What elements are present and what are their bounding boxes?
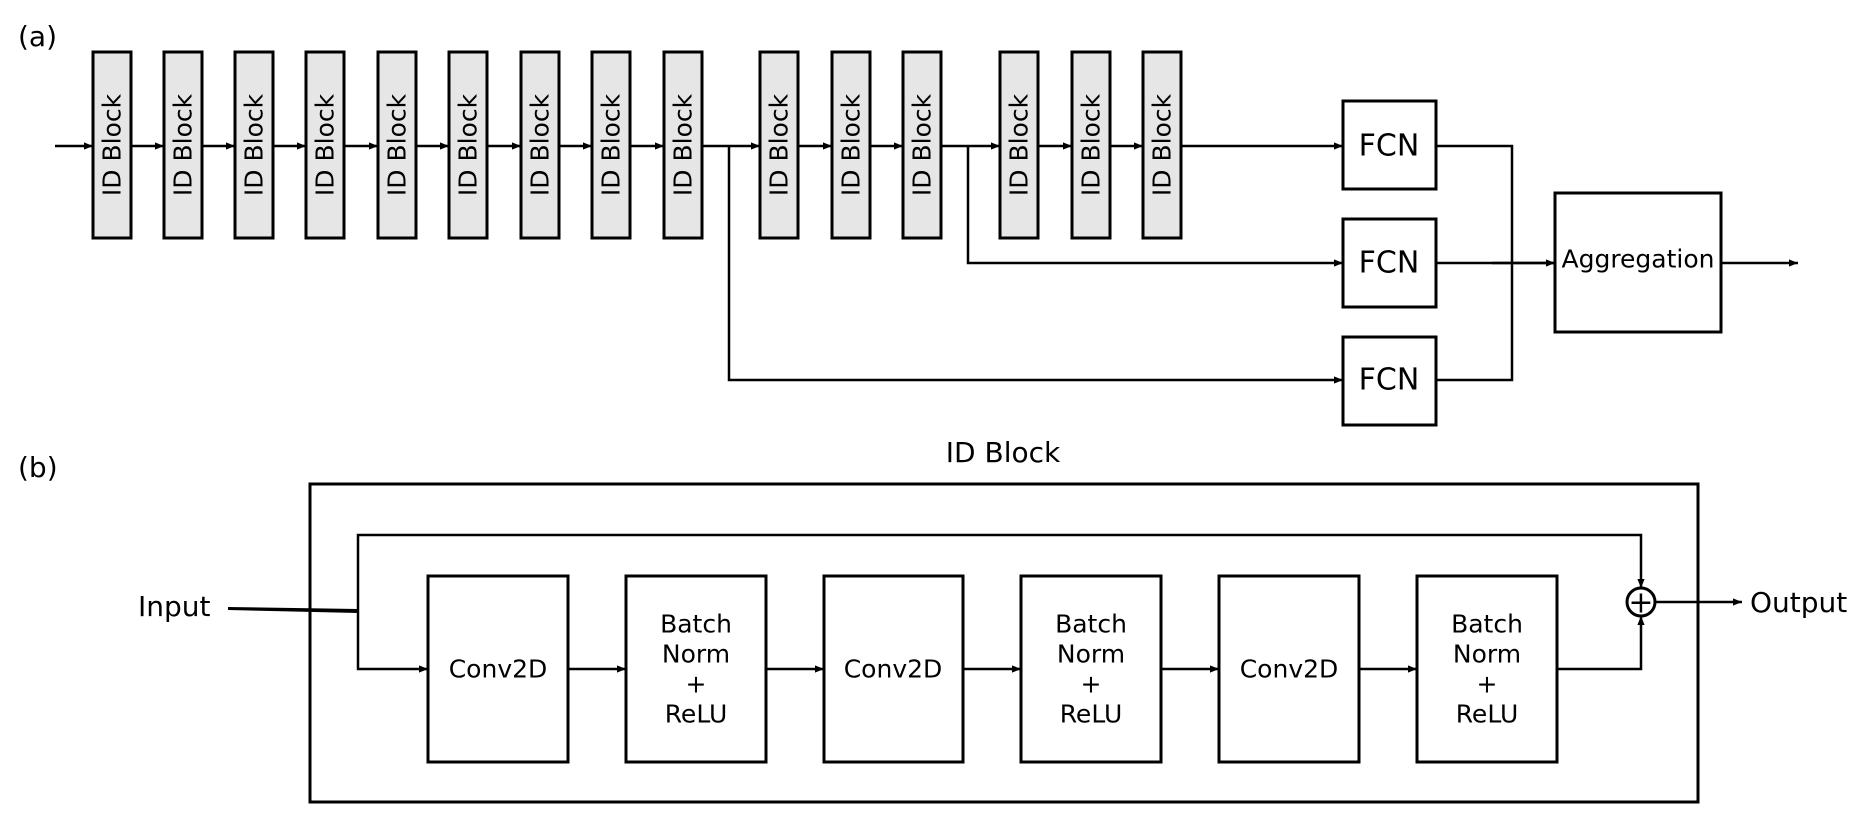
id-block-label: ID Block: [765, 93, 794, 196]
bn-line2: Norm: [1057, 640, 1125, 669]
bn-line3: +: [1081, 670, 1102, 699]
residual-add-node: +: [1625, 586, 1657, 621]
bn-line2: Norm: [662, 640, 730, 669]
id-block-6: ID Block: [447, 50, 489, 240]
conv2d-box-2: Conv2D: [822, 574, 965, 764]
fcn-box-top: FCN: [1341, 99, 1438, 191]
panel-a-label: (a): [18, 20, 57, 53]
id-block-8: ID Block: [590, 50, 632, 240]
id-block-11: ID Block: [830, 50, 872, 240]
id-block-title: ID Block: [946, 436, 1061, 469]
id-block-12: ID Block: [901, 50, 943, 240]
bn-line4: ReLU: [1060, 700, 1123, 729]
plus-symbol: +: [1628, 586, 1653, 621]
id-block-label: ID Block: [1148, 93, 1177, 196]
id-block-label: ID Block: [454, 93, 483, 196]
bn-line4: ReLU: [665, 700, 728, 729]
id-block-3: ID Block: [233, 50, 275, 240]
conv2d-label: Conv2D: [1240, 655, 1339, 684]
id-block-10: ID Block: [758, 50, 800, 240]
fcn-label: FCN: [1359, 246, 1420, 281]
bn-line1: Batch: [660, 610, 732, 639]
id-block-label: ID Block: [1077, 93, 1106, 196]
id-block-14: ID Block: [1070, 50, 1112, 240]
id-block-2: ID Block: [162, 50, 204, 240]
conv2d-box-1: Conv2D: [426, 574, 570, 764]
id-block-15: ID Block: [1141, 50, 1183, 240]
panel-b-label: (b): [18, 451, 58, 484]
branch-connectors: [727, 144, 1798, 384]
id-block-label: ID Block: [597, 93, 626, 196]
id-block-label: ID Block: [311, 93, 340, 196]
id-block-label: ID Block: [98, 93, 127, 196]
fcn-label: FCN: [1359, 363, 1420, 398]
id-block-5: ID Block: [376, 50, 418, 240]
fcn-box-middle: FCN: [1341, 217, 1438, 309]
conv2d-box-3: Conv2D: [1217, 574, 1361, 764]
id-block-label: ID Block: [383, 93, 412, 196]
id-block-label: ID Block: [908, 93, 937, 196]
batchnorm-relu-box-3: Batch Norm + ReLU: [1415, 574, 1559, 764]
bn-line2: Norm: [1453, 640, 1521, 669]
bn-line3: +: [1477, 670, 1498, 699]
id-block-label: ID Block: [1005, 93, 1034, 196]
bn-line3: +: [686, 670, 707, 699]
id-block-13: ID Block: [998, 50, 1040, 240]
id-block-4: ID Block: [304, 50, 346, 240]
bn-line1: Batch: [1055, 610, 1127, 639]
id-block-7: ID Block: [519, 50, 561, 240]
id-block-label: ID Block: [669, 93, 698, 196]
batchnorm-relu-box-2: Batch Norm + ReLU: [1019, 574, 1163, 764]
batchnorm-relu-box-1: Batch Norm + ReLU: [624, 574, 768, 764]
id-block-label: ID Block: [837, 93, 866, 196]
id-block-9: ID Block: [662, 50, 704, 240]
id-block-internal-connectors: [228, 533, 1742, 673]
bn-line4: ReLU: [1456, 700, 1519, 729]
input-label: Input: [138, 590, 211, 623]
aggregation-label: Aggregation: [1561, 245, 1714, 274]
id-block-label: ID Block: [526, 93, 555, 196]
id-block-label: ID Block: [169, 93, 198, 196]
conv2d-label: Conv2D: [449, 655, 548, 684]
bn-line1: Batch: [1451, 610, 1523, 639]
output-label: Output: [1750, 586, 1847, 619]
fcn-box-bottom: FCN: [1341, 335, 1438, 427]
fcn-label: FCN: [1359, 129, 1420, 164]
conv2d-label: Conv2D: [844, 655, 943, 684]
id-block-label: ID Block: [240, 93, 269, 196]
id-block-1: ID Block: [91, 50, 133, 240]
aggregation-box: Aggregation: [1553, 191, 1723, 334]
